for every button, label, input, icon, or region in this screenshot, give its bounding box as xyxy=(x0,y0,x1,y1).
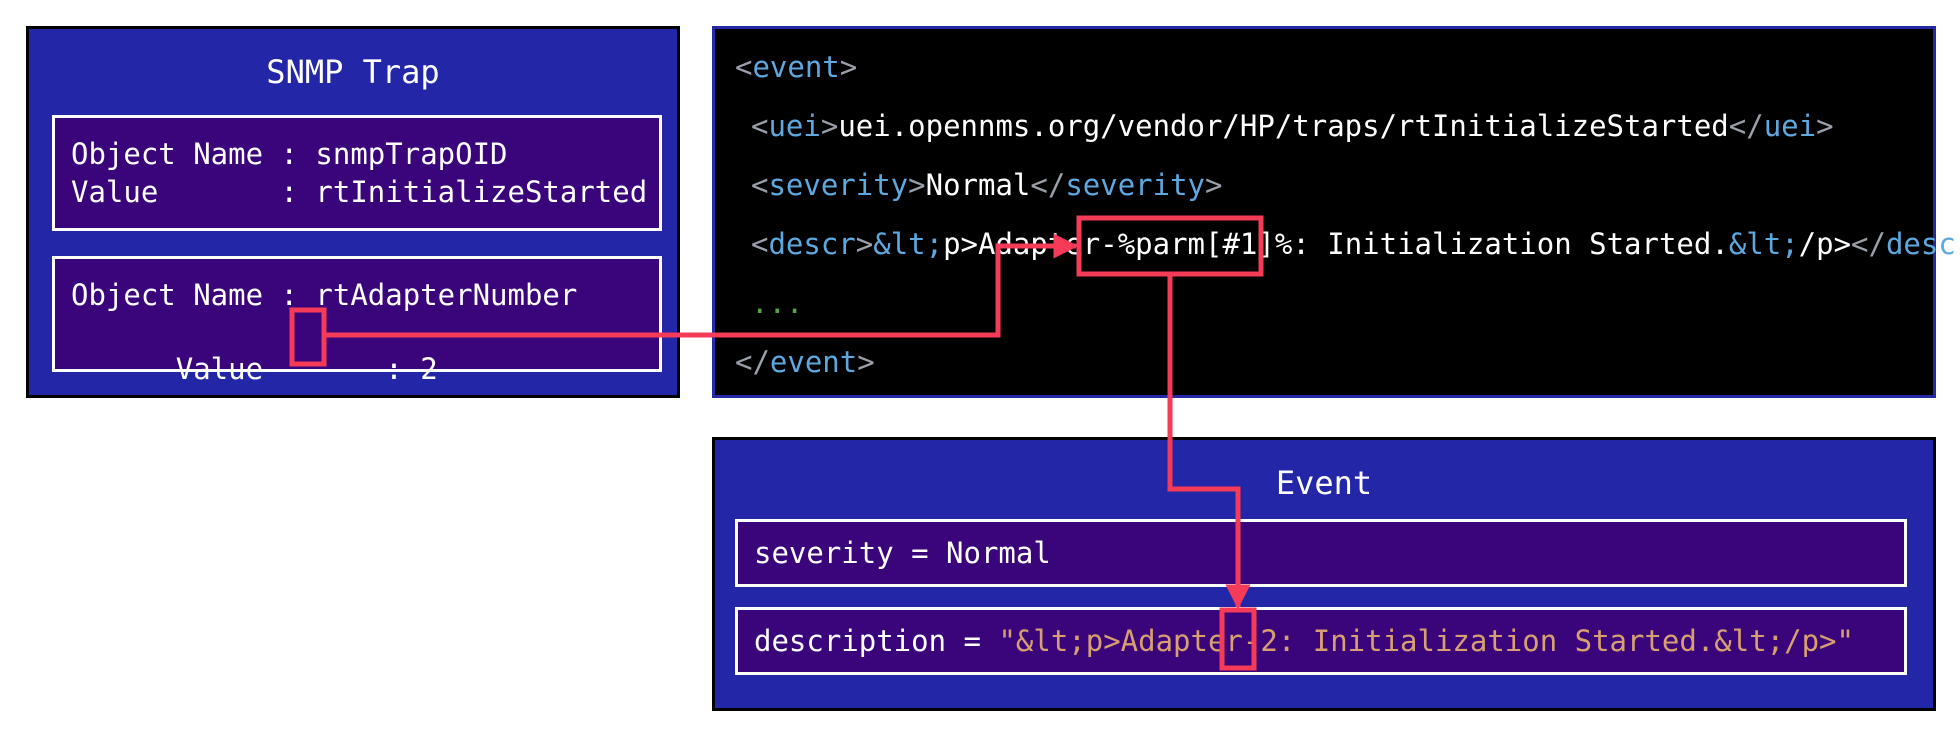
xml-ellipsis: ... xyxy=(751,286,804,320)
varbind-oid-box: Object Name : snmpTrapOID Value : rtInit… xyxy=(52,115,662,231)
varbind-adapter-value-label: Value : xyxy=(175,352,421,386)
event-severity-box: severity = Normal xyxy=(735,519,1907,587)
event-description-value: 2 xyxy=(1260,624,1278,658)
varbind-oid-name: Object Name : snmpTrapOID xyxy=(71,137,508,171)
xml-descr-line: <descr>&lt;p>Adapter-%parm[#1]%: Initial… xyxy=(751,227,1960,261)
xml-event-close: </event> xyxy=(735,345,875,379)
uei-value: uei.opennms.org/vendor/HP/traps/rtInitia… xyxy=(838,109,1729,143)
varbind-oid-value: Value : rtInitializeStarted xyxy=(71,175,648,209)
snmp-trap-panel: SNMP Trap Object Name : snmpTrapOID Valu… xyxy=(26,26,680,398)
event-description-text: description = "&lt;p>Adapter-2: Initiali… xyxy=(754,624,1854,658)
event-description-box: description = "&lt;p>Adapter-2: Initiali… xyxy=(735,607,1907,675)
value-to-parm-arrow xyxy=(324,233,1079,338)
varbind-adapter-value-row: Value : 2 xyxy=(71,315,438,423)
event-severity-text: severity = Normal xyxy=(754,536,1051,570)
result-highlight-box xyxy=(1219,607,1257,671)
varbind-adapter-name: Object Name : rtAdapterNumber xyxy=(71,278,578,312)
snmp-trap-title: SNMP Trap xyxy=(266,53,440,91)
xml-uei-line: <uei>uei.opennms.org/vendor/HP/traps/rtI… xyxy=(751,109,1834,143)
parm-to-event-arrow xyxy=(1167,274,1251,610)
adapter-number-value: 2 xyxy=(420,352,438,386)
value-highlight-box xyxy=(289,307,327,367)
xml-severity-line: <severity>Normal</severity> xyxy=(751,168,1223,202)
xml-event-open: <event> xyxy=(735,50,858,84)
severity-value: Normal xyxy=(925,168,1031,202)
event-title: Event xyxy=(1275,464,1373,502)
parm-highlight-box xyxy=(1076,215,1264,277)
varbind-adapter-box: Object Name : rtAdapterNumber Value : 2 xyxy=(52,256,662,386)
event-panel: Event severity = Normal description = "&… xyxy=(712,437,1936,711)
